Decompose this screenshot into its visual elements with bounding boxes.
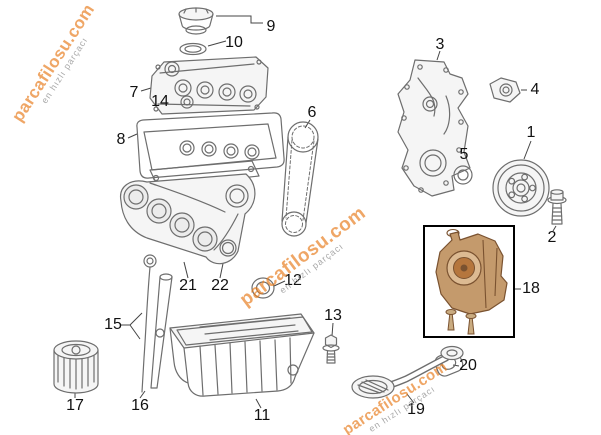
part-dipstick-tube	[150, 273, 173, 389]
callout-12: 12	[284, 272, 302, 289]
part-cylinder-head-cover	[149, 56, 269, 115]
callout-4: 4	[530, 81, 540, 98]
callout-18: 18	[522, 280, 540, 297]
callout-7: 7	[129, 84, 139, 101]
callout-15: 15	[104, 316, 122, 333]
part-oil-filler-cap	[178, 7, 214, 35]
callout-21: 21	[179, 277, 197, 294]
part-case-bracket	[489, 77, 521, 103]
oil-pump-highlight-box	[423, 225, 515, 338]
part-drain-plug-bolt	[322, 334, 340, 364]
callout-1: 1	[526, 124, 536, 141]
part-pulley-bolt	[547, 189, 567, 225]
part-head-cover-gasket	[136, 112, 285, 179]
part-oil-strainer	[351, 345, 464, 399]
part-cam-chain	[281, 121, 319, 237]
callout-6: 6	[307, 104, 317, 121]
part-crankshaft-pulley	[492, 159, 550, 217]
part-chain-case	[397, 59, 471, 197]
callout-20: 20	[459, 357, 477, 374]
part-intake-manifold	[120, 160, 260, 265]
callout-16: 16	[131, 397, 149, 414]
callout-22: 22	[211, 277, 229, 294]
callout-17: 17	[66, 397, 84, 414]
part-front-oil-seal	[453, 165, 473, 185]
callout-3: 3	[435, 36, 445, 53]
part-sealing-washer	[251, 277, 275, 299]
callout-9: 9	[266, 18, 276, 35]
part-oil-pump	[435, 228, 508, 335]
part-oil-filter	[53, 340, 99, 394]
part-oil-dipstick	[141, 254, 157, 393]
callout-19: 19	[407, 401, 425, 418]
part-filler-cap-washer	[179, 42, 207, 56]
part-manifold-oring	[219, 239, 237, 257]
callout-10: 10	[225, 34, 243, 51]
callout-11: 11	[253, 407, 271, 424]
callout-2: 2	[547, 229, 557, 246]
callout-5: 5	[459, 146, 469, 163]
callout-8: 8	[116, 131, 126, 148]
callout-14: 14	[151, 93, 169, 110]
part-plug-tube-seal	[180, 95, 194, 109]
part-oil-pan	[169, 313, 315, 397]
callout-13: 13	[324, 307, 342, 324]
